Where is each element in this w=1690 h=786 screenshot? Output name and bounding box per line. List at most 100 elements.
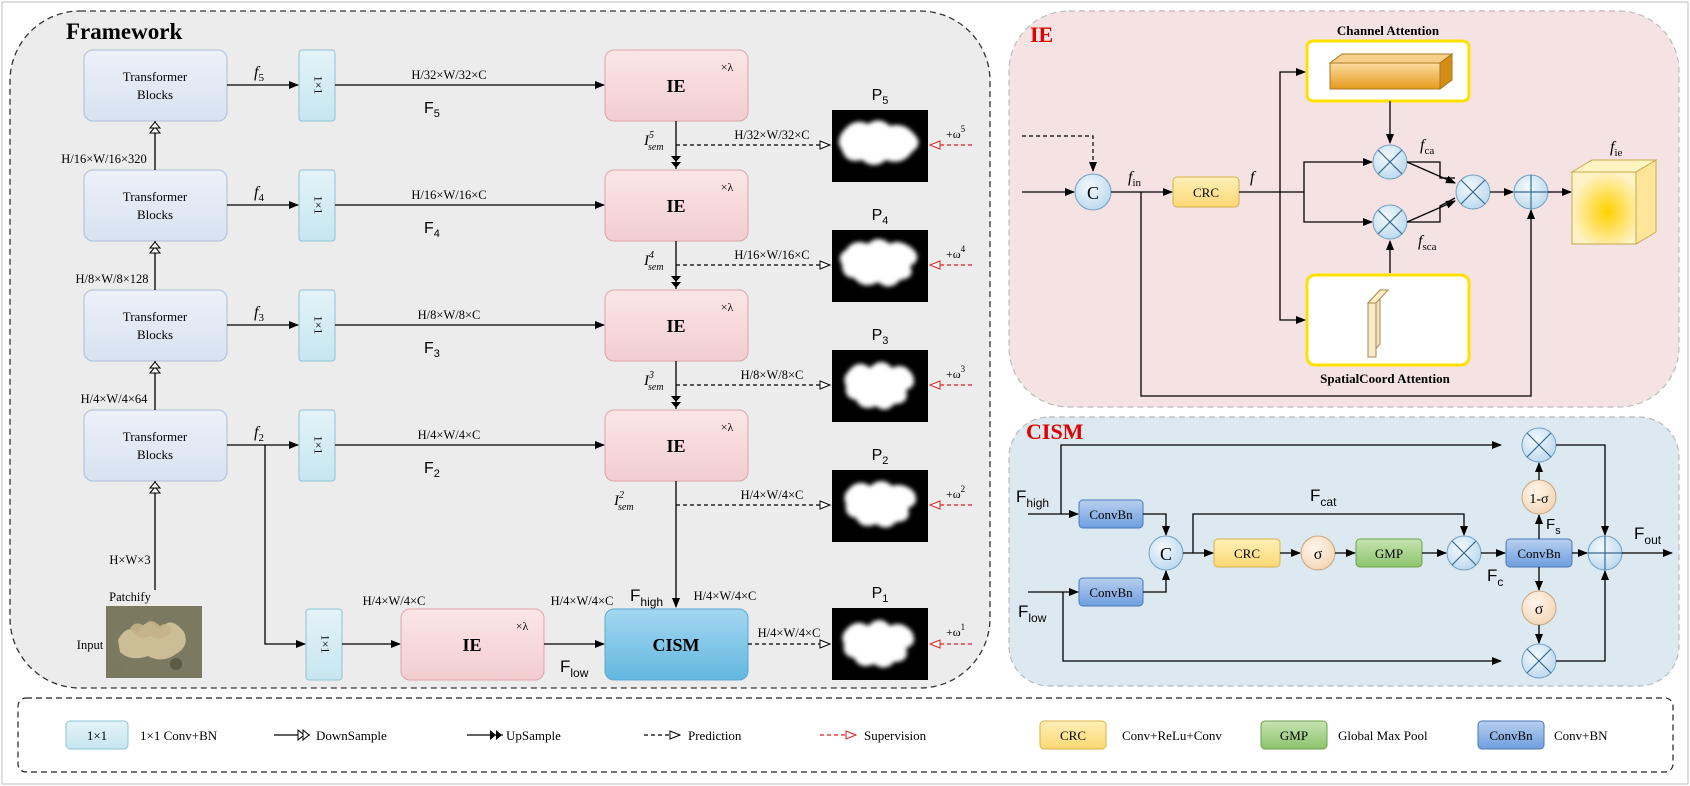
lambda-label: ×λ [721, 420, 734, 434]
sup: 5 [649, 130, 654, 141]
legend-item-supervision: Supervision [820, 728, 927, 743]
down-dim-label: H/8×W/8×128 [75, 272, 148, 286]
isem-dim-label: H/32×W/32×C [734, 128, 809, 142]
crc-label: CRC [1193, 185, 1219, 200]
dim-label: H/4×W/4×C [418, 428, 481, 442]
sup: 5 [961, 124, 966, 134]
sup: 3 [961, 364, 966, 374]
legend-text: Conv+ReLu+Conv [1122, 728, 1222, 743]
sub: 4 [434, 228, 440, 240]
bottom-dim-label: H/4×W/4×C [551, 594, 614, 608]
isem-dim-label: H/8×W/8×C [741, 368, 804, 382]
legend-text: DownSample [316, 728, 387, 743]
sub: c [1497, 575, 1503, 589]
sigma-label: σ [1314, 546, 1323, 563]
one-minus-sigma-label: 1-σ [1529, 492, 1549, 507]
ie-panel [1008, 10, 1680, 408]
cism-panel [1008, 416, 1680, 687]
ie-panel-title: IE [1030, 22, 1053, 47]
prediction-map-p1 [832, 608, 928, 680]
down-dim-label: H×W×3 [109, 553, 150, 567]
one-minus-sigma-node: 1-σ [1521, 479, 1557, 515]
cism-panel-title: CISM [1026, 419, 1084, 444]
sup: 4 [961, 244, 966, 254]
convbn-low: ConvBn [1078, 577, 1144, 607]
sub: 3 [434, 348, 440, 360]
bottom-dim-label: H/4×W/4×C [363, 594, 426, 608]
legend-symbol: 1×1 [87, 728, 107, 743]
legend-text: Conv+BN [1554, 728, 1608, 743]
transformer-label: Blocks [137, 447, 173, 462]
legend-text: UpSample [506, 728, 561, 743]
flow-arrow [1143, 513, 1170, 536]
sup: 2 [619, 490, 624, 501]
patchify-label: Patchify [109, 590, 151, 604]
conv-label: 1×1 [311, 76, 325, 95]
prediction-map-p3 [832, 350, 928, 422]
legend-item-upsample: UpSample [467, 728, 561, 743]
legend-item-prediction: Prediction [644, 728, 742, 743]
channel-attention-label: Channel Attention [1337, 23, 1440, 38]
concat-label: C [1087, 183, 1099, 203]
transformer-label: Transformer [123, 309, 188, 324]
sub: high [1026, 496, 1049, 510]
gmp-label: GMP [1375, 546, 1403, 561]
conv1x1-box: 1×1 [298, 49, 336, 122]
conv1x1-box: 1×1 [298, 409, 336, 482]
multiply-node-ca [1372, 144, 1408, 180]
sub: sem [648, 142, 664, 153]
dim-label: H/8×W/8×C [418, 308, 481, 322]
cism-multiply-node [1446, 535, 1482, 571]
legend-text: 1×1 Conv+BN [140, 728, 218, 743]
sub: 2 [434, 468, 440, 480]
sub: 5 [434, 108, 440, 120]
legend-item-downsample: DownSample [274, 728, 387, 743]
concat-label: C [1160, 544, 1172, 564]
transformer-label: Blocks [137, 207, 173, 222]
transformer-block-4: Transformer Blocks [83, 409, 228, 482]
prediction-map-p4 [832, 230, 928, 302]
flow-arrow [1556, 570, 1609, 662]
gmp-block: GMP [1355, 538, 1423, 568]
sub: ie [1614, 147, 1622, 159]
sub: 4 [258, 192, 264, 204]
concat-node: C [1074, 173, 1112, 211]
conv1x1-box: 1×1 [298, 289, 336, 362]
legend-symbol: GMP [1280, 728, 1308, 743]
sub: sem [648, 382, 664, 393]
isem-dim-label: H/4×W/4×C [741, 488, 804, 502]
down-dim-label: H/16×W/16×320 [61, 152, 147, 166]
flow-arrow [1303, 192, 1373, 226]
sub: high [640, 595, 663, 609]
crc-block: CRC [1172, 176, 1240, 208]
sigma-node-1: σ [1300, 535, 1336, 571]
ie-block-bottom: IE ×λ [400, 608, 545, 681]
low-bypass-arrow [1062, 592, 1502, 665]
flow-arrow [1406, 161, 1456, 184]
sub: 5 [258, 72, 264, 84]
transformer-label: Transformer [123, 189, 188, 204]
ie-block-4: IE ×λ [604, 409, 749, 482]
sub: 1 [882, 593, 888, 605]
legend-symbol: ConvBn [1489, 728, 1533, 743]
ie-block-3: IE ×λ [604, 289, 749, 362]
f-label: f [1250, 169, 1257, 186]
transformer-block-2: Transformer Blocks [83, 169, 228, 242]
ie-label: IE [666, 436, 685, 456]
isem-dim-label: H/16×W/16×C [734, 248, 809, 262]
ie-label: IE [666, 196, 685, 216]
omega-label-2: +ω2 [946, 484, 965, 501]
spatial-attention-box [1305, 273, 1471, 367]
ie-label: IE [666, 316, 685, 336]
legend-item-gmp: GMP Global Max Pool [1260, 720, 1428, 750]
residual-arrow [1140, 192, 1535, 397]
legend-item-convbn: ConvBn Conv+BN [1477, 720, 1608, 750]
sub: 3 [882, 335, 888, 347]
cism-block: CISM [604, 608, 749, 681]
sup: 4 [649, 250, 654, 261]
sigma-label: σ [1535, 601, 1544, 618]
sub: sem [618, 502, 634, 513]
cism-crc-block: CRC [1213, 538, 1281, 568]
transformer-label: Blocks [137, 87, 173, 102]
